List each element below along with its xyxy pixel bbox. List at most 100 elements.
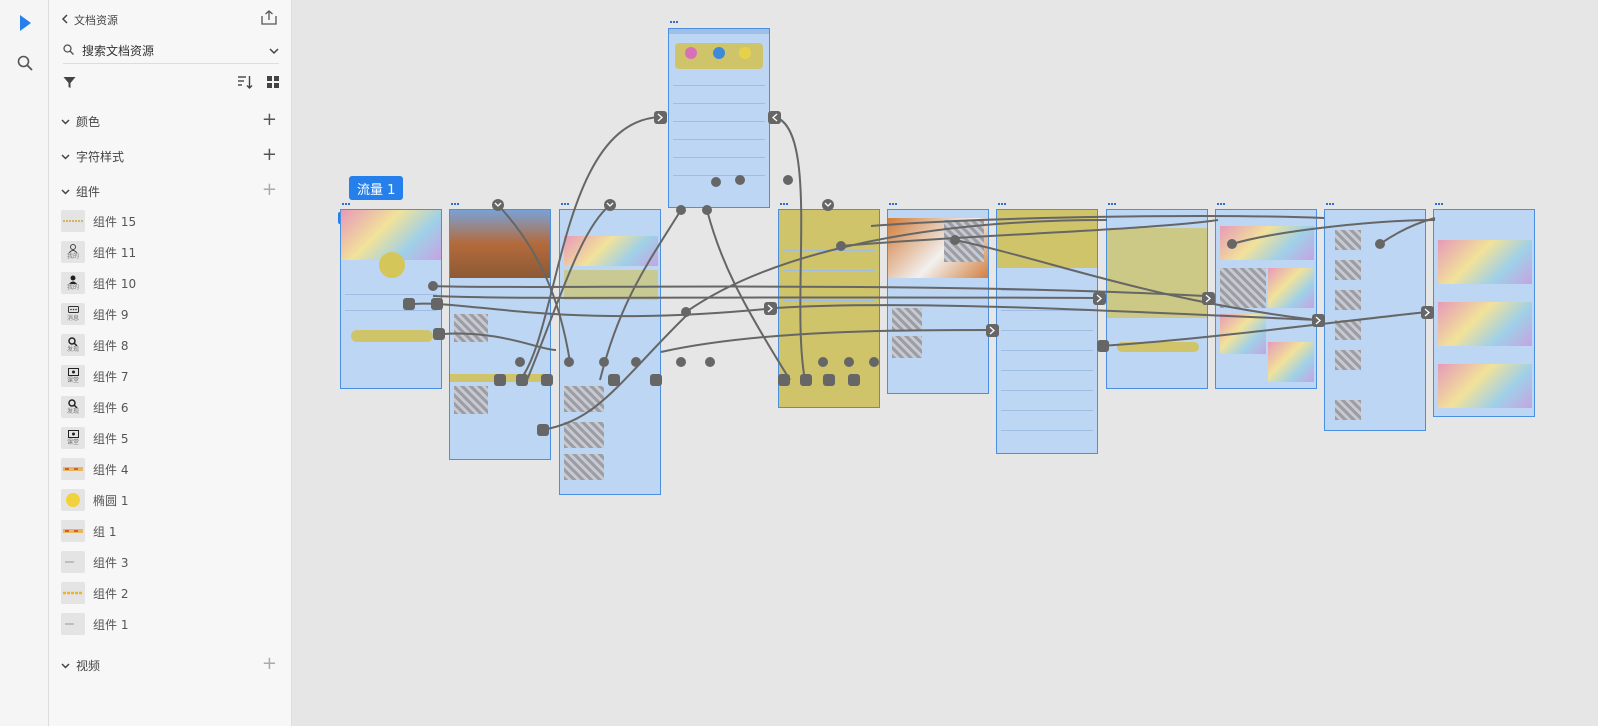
search-input[interactable] [82, 43, 252, 58]
component-label: 组件 10 [93, 276, 137, 291]
thumb-caption: 我的 [66, 284, 79, 291]
share-export-icon[interactable] [261, 10, 277, 28]
component-thumbnail [61, 458, 85, 480]
component-label: 组件 5 [93, 431, 129, 446]
artboard-menu-icon[interactable] [998, 203, 1008, 206]
component-label: 椭圆 1 [93, 493, 129, 508]
thumb-caption: 我的 [66, 253, 79, 260]
thumb-caption: 发现 [66, 346, 79, 353]
component-label: 组件 3 [93, 555, 129, 570]
filter-icon[interactable] [63, 76, 76, 92]
chevron-down-icon [61, 658, 70, 672]
section-label: 组件 [76, 184, 101, 199]
list-item-component[interactable]: 组件 1 [61, 611, 281, 637]
list-item-component[interactable]: 椭圆 1 [61, 487, 281, 513]
chevron-down-icon [61, 149, 70, 163]
artboard-settings[interactable] [1106, 209, 1208, 389]
select-arrow-icon[interactable] [14, 12, 36, 34]
section-components[interactable]: 组件 + [61, 181, 281, 201]
artboard-menu-icon[interactable] [1326, 203, 1336, 206]
list-item-component[interactable]: 组件 15 [61, 208, 281, 234]
artboard-menu-icon[interactable] [1217, 203, 1227, 206]
list-item-component[interactable]: 组件 3 [61, 549, 281, 575]
component-label: 组件 1 [93, 617, 129, 632]
component-thumbnail: 发现 [61, 396, 85, 418]
artboard-menu-icon[interactable] [889, 203, 899, 206]
artboard-calendar[interactable] [778, 209, 880, 408]
artboard-menu-icon[interactable] [451, 203, 461, 206]
thumb-caption: 课堂 [66, 439, 79, 446]
list-item-component[interactable]: 组件 2 [61, 580, 281, 606]
component-thumbnail: 课堂 [61, 365, 85, 387]
component-label: 组件 15 [93, 214, 137, 229]
list-item-component[interactable]: 课堂 组件 7 [61, 363, 281, 389]
list-item-component[interactable]: 组件 4 [61, 456, 281, 482]
grid-view-icon[interactable] [267, 76, 279, 91]
section-label: 颜色 [76, 114, 101, 129]
thumb-caption: 发现 [66, 408, 79, 415]
artboard-course-detail[interactable] [887, 209, 989, 394]
list-item-component[interactable]: 发现 组件 8 [61, 332, 281, 358]
panel-title: 文档资源 [74, 14, 118, 27]
chevron-down-icon [61, 184, 70, 198]
tool-rail [0, 0, 49, 726]
artboard-menu-icon[interactable] [670, 21, 680, 24]
section-colors[interactable]: 颜色 + [61, 111, 281, 131]
component-thumbnail: 发现 [61, 334, 85, 356]
artboard-video-list[interactable] [1324, 209, 1426, 431]
add-plus-icon[interactable]: + [261, 109, 277, 130]
component-label: 组 1 [93, 524, 117, 539]
artboard-lesson-list[interactable] [996, 209, 1098, 454]
component-label: 组件 7 [93, 369, 129, 384]
back-chevron-icon[interactable] [61, 13, 68, 27]
flow-label[interactable]: 流量 1 [349, 176, 404, 200]
add-plus-icon[interactable]: + [261, 179, 277, 200]
artboard-menu-icon[interactable] [1108, 203, 1118, 206]
component-thumbnail [61, 520, 85, 542]
search-bar [63, 38, 279, 64]
section-videos[interactable]: 视频 + [61, 655, 281, 675]
add-plus-icon[interactable]: + [261, 653, 277, 674]
list-item-component[interactable]: 组 1 [61, 518, 281, 544]
component-thumbnail: 消息 [61, 303, 85, 325]
list-item-component[interactable]: 课堂 组件 5 [61, 425, 281, 451]
component-thumbnail [61, 582, 85, 604]
list-item-component[interactable]: 发现 组件 6 [61, 394, 281, 420]
component-thumbnail [61, 210, 85, 232]
artboard-menu-icon[interactable] [780, 203, 790, 206]
component-label: 组件 8 [93, 338, 129, 353]
component-label: 组件 9 [93, 307, 129, 322]
component-thumbnail: 我的 [61, 272, 85, 294]
artboard-menu-icon[interactable] [561, 203, 571, 206]
thumb-caption: 消息 [66, 315, 79, 322]
component-thumbnail [61, 613, 85, 635]
component-label: 组件 2 [93, 586, 129, 601]
artboard-gallery[interactable] [1215, 209, 1317, 389]
sort-icon[interactable] [237, 75, 253, 92]
artboard-menu-icon[interactable] [1435, 203, 1445, 206]
artboard-messages[interactable] [668, 28, 770, 208]
component-thumbnail: 我的 [61, 241, 85, 263]
section-character-styles[interactable]: 字符样式 + [61, 146, 281, 166]
panel-header: 文档资源 [61, 10, 279, 28]
list-item-component[interactable]: 我的 组件 11 [61, 239, 281, 265]
artboard-login[interactable] [340, 209, 442, 389]
artboard-home[interactable] [449, 209, 551, 460]
section-label: 视频 [76, 658, 101, 673]
component-thumbnail: 课堂 [61, 427, 85, 449]
zoom-search-icon[interactable] [14, 52, 36, 74]
search-icon [63, 43, 74, 58]
chevron-down-icon [61, 114, 70, 128]
component-thumbnail [61, 551, 85, 573]
component-thumbnail [61, 489, 85, 511]
component-label: 组件 11 [93, 245, 137, 260]
dropdown-chevron-icon[interactable] [269, 44, 279, 58]
list-item-component[interactable]: 消息 组件 9 [61, 301, 281, 327]
artboard-menu-icon[interactable] [342, 203, 352, 206]
add-plus-icon[interactable]: + [261, 144, 277, 165]
artboard-discover[interactable] [559, 209, 661, 495]
list-item-component[interactable]: 我的 组件 10 [61, 270, 281, 296]
artboard-video-player[interactable] [1433, 209, 1535, 417]
component-label: 组件 6 [93, 400, 129, 415]
document-assets-panel: 文档资源 颜色 + 字符样式 + 组件 [49, 0, 292, 726]
